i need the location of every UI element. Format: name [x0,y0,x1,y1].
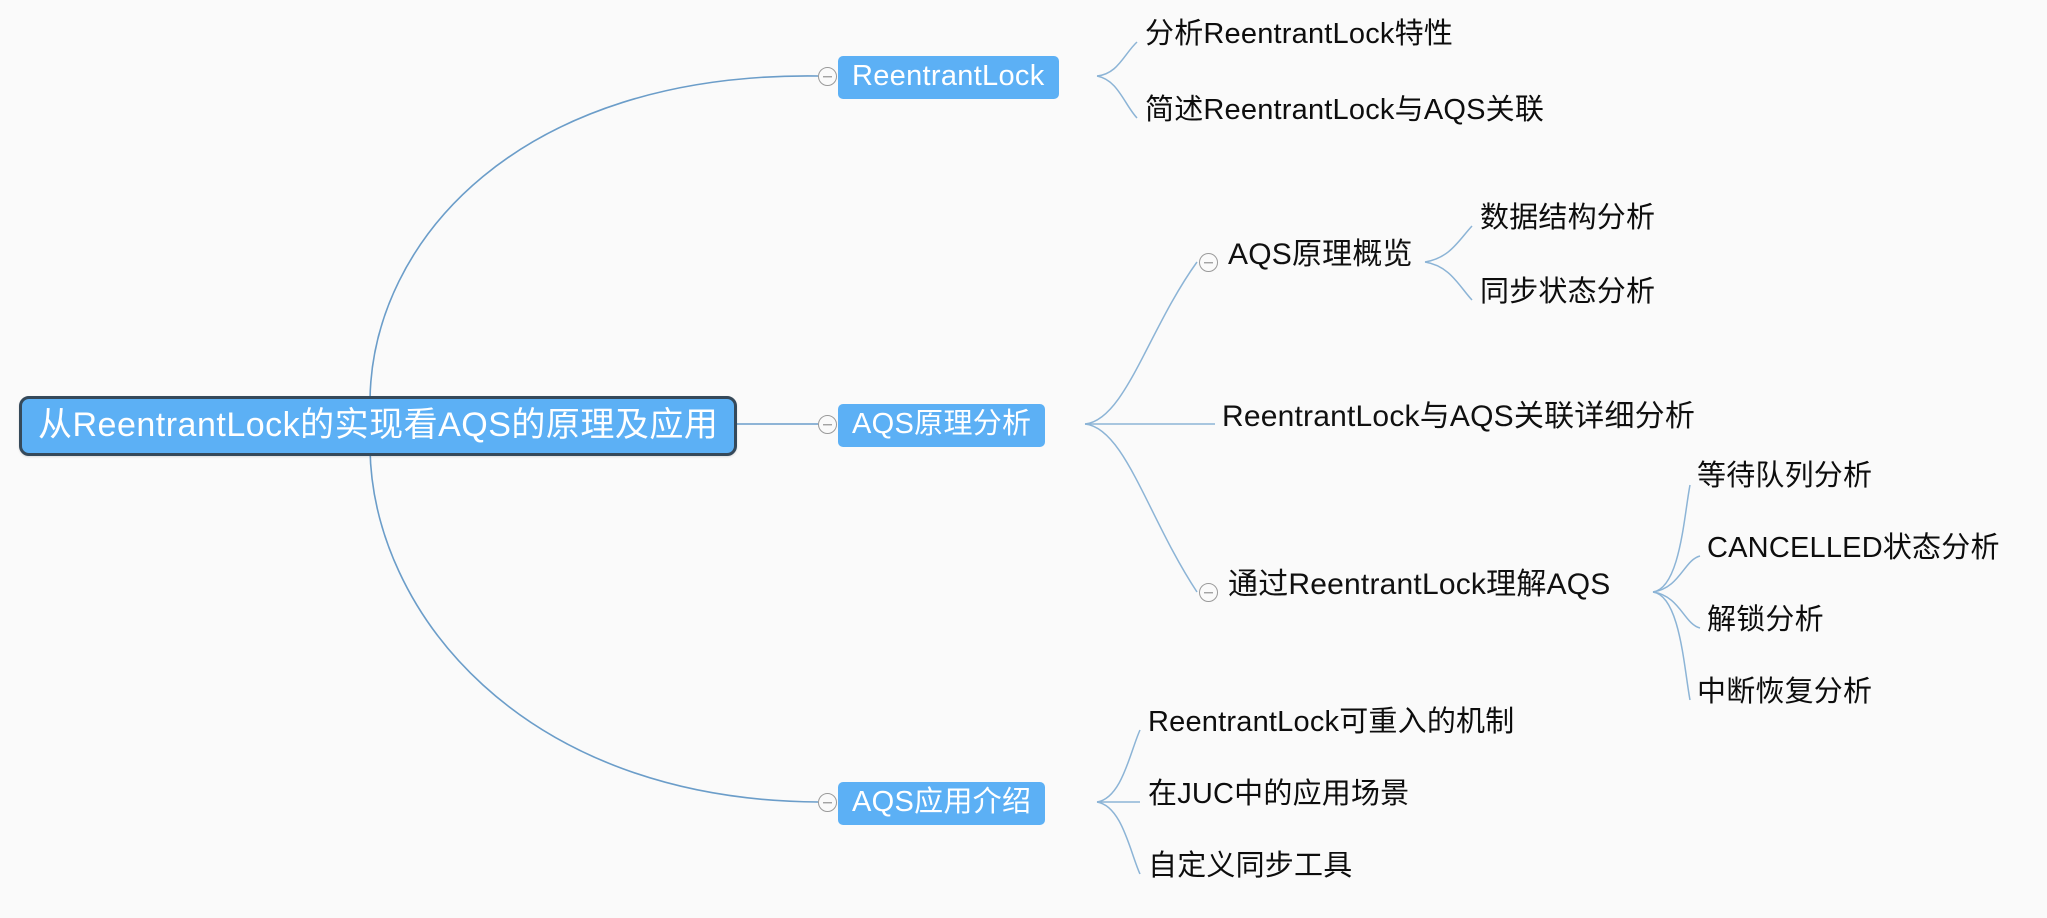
edge-aqs-principle-to-understand [1084,423,1198,593]
leaf-node-label: 自定义同步工具 [1148,850,1353,882]
leaf-node-label: 简述ReentrantLock与AQS关联 [1145,94,1545,126]
leaf-node-reentrantlock-reentrancy-mechanism[interactable]: ReentrantLock可重入的机制 [1148,708,1514,737]
branch-node-aqs-application-intro[interactable]: AQS应用介绍 [838,782,1046,825]
edge-overview-to-leaf-2 [1424,261,1473,301]
topic-node-aqs-overview[interactable]: AQS原理概览 [1228,240,1413,270]
root-node-label: 从ReentrantLock的实现看AQS的原理及应用 [38,406,719,444]
edge-reentrantlock-to-leaf-1 [1096,41,1138,77]
edge-understand-to-leaf-1 [1652,484,1691,593]
leaf-node-interrupt-recovery-analysis[interactable]: 中断恢复分析 [1697,678,1872,707]
leaf-node-label: 解锁分析 [1707,604,1824,636]
leaf-node-sync-state-analysis[interactable]: 同步状态分析 [1480,278,1655,307]
topic-node-reentrantlock-aqs-relation-detail[interactable]: ReentrantLock与AQS关联详细分析 [1222,402,1695,432]
edge-overview-to-leaf-1 [1424,225,1473,263]
collapse-minus-icon-aqs-application[interactable] [818,793,837,812]
edge-aqs-application-to-leaf-1 [1096,729,1141,803]
topic-node-understand-aqs-via-reentrantlock[interactable]: 通过ReentrantLock理解AQS [1228,570,1610,600]
leaf-node-label: ReentrantLock可重入的机制 [1148,706,1515,738]
leaf-node-label: 在JUC中的应用场景 [1148,778,1410,810]
topic-node-label: 通过ReentrantLock理解AQS [1228,568,1611,601]
leaf-node-data-structure-analysis[interactable]: 数据结构分析 [1480,204,1655,233]
branch-node-label: ReentrantLock [852,60,1045,92]
leaf-node-wait-queue-analysis[interactable]: 等待队列分析 [1697,462,1872,491]
leaf-node-cancelled-state-analysis[interactable]: CANCELLED状态分析 [1707,534,2000,563]
edge-understand-to-leaf-2 [1652,555,1701,593]
edge-root-to-reentrantlock [369,75,819,401]
leaf-node-custom-sync-tool[interactable]: 自定义同步工具 [1148,852,1352,881]
collapse-minus-icon-aqs-principle[interactable] [818,415,837,434]
topic-node-label: ReentrantLock与AQS关联详细分析 [1222,400,1696,433]
leaf-node-label: 同步状态分析 [1480,276,1656,308]
edge-aqs-principle-to-overview [1084,261,1198,425]
leaf-node-reentrantlock-aqs-relation-brief[interactable]: 简述ReentrantLock与AQS关联 [1145,96,1544,125]
leaf-node-label: CANCELLED状态分析 [1707,532,2000,564]
branch-node-reentrantlock[interactable]: ReentrantLock [838,56,1059,99]
collapse-minus-icon-reentrantlock[interactable] [818,67,837,86]
collapse-minus-icon-aqs-overview[interactable] [1199,253,1218,272]
edge-reentrantlock-to-leaf-2 [1096,75,1138,119]
edge-understand-to-leaf-4 [1652,591,1691,701]
edge-understand-to-leaf-3 [1652,591,1701,629]
leaf-node-unlock-analysis[interactable]: 解锁分析 [1707,606,1824,635]
leaf-node-juc-usage-scenarios[interactable]: 在JUC中的应用场景 [1148,780,1409,809]
branch-node-label: AQS应用介绍 [852,786,1032,818]
root-node[interactable]: 从ReentrantLock的实现看AQS的原理及应用 [19,396,738,456]
leaf-node-label: 等待队列分析 [1697,460,1873,492]
topic-node-label: AQS原理概览 [1228,238,1413,271]
edge-root-to-aqs-application [369,447,819,803]
branch-node-aqs-principle-analysis[interactable]: AQS原理分析 [838,404,1046,447]
leaf-node-label: 中断恢复分析 [1697,676,1873,708]
edge-aqs-application-to-leaf-3 [1096,801,1141,875]
collapse-minus-icon-understand-aqs[interactable] [1199,583,1218,602]
leaf-node-analyze-reentrantlock-features[interactable]: 分析ReentrantLock特性 [1145,20,1453,49]
leaf-node-label: 数据结构分析 [1480,202,1656,234]
leaf-node-label: 分析ReentrantLock特性 [1145,18,1454,50]
branch-node-label: AQS原理分析 [852,408,1032,440]
